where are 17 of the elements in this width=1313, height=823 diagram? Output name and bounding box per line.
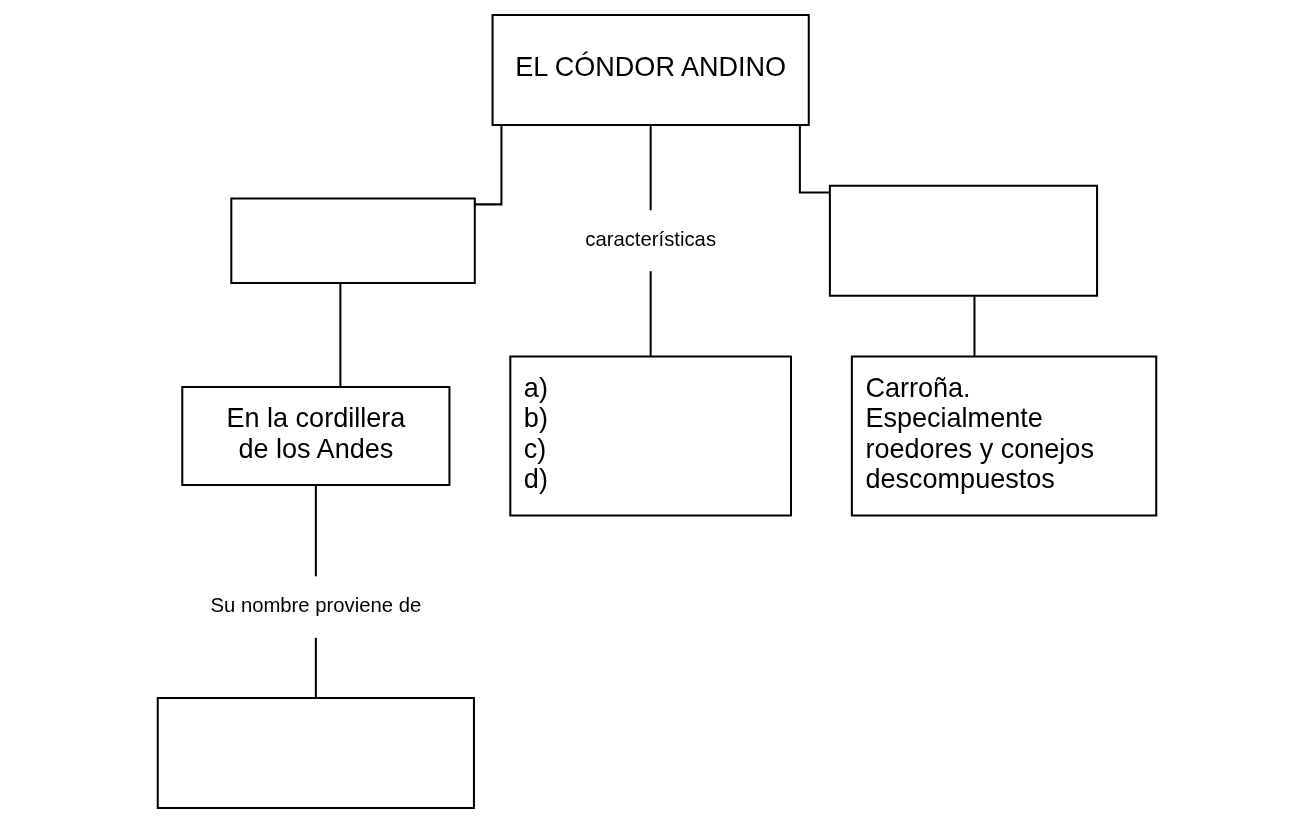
node-text: características: [584, 227, 716, 250]
connector: [649, 271, 652, 356]
node-box: [156, 697, 475, 810]
node-box: EL CÓNDOR ANDINO: [491, 13, 810, 126]
node-box: [229, 197, 476, 284]
connector: [972, 296, 975, 357]
node-box: En la cordillera de los Andes: [180, 385, 450, 487]
node-box: Carroña. Especialmente roedores y conejos descompuestos: [850, 355, 1157, 517]
connector: [314, 637, 317, 698]
connector: [314, 485, 317, 577]
connector: [649, 124, 652, 211]
connector: [474, 125, 502, 206]
node-box: [828, 184, 1098, 297]
connector: [798, 125, 830, 194]
connector: [338, 283, 341, 387]
node-text: Su nombre proviene de: [209, 594, 421, 617]
node-box: a) b) c) d): [508, 355, 792, 517]
